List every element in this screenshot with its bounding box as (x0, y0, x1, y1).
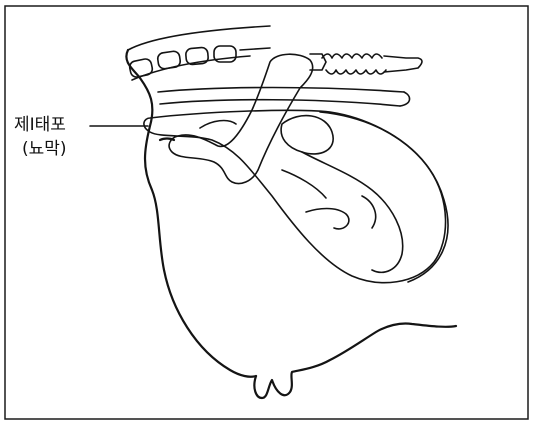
fetus-outline (281, 116, 403, 273)
backline-rod (158, 88, 410, 107)
placental-membrane (144, 110, 448, 282)
fetal-sac-label: 제I태포 (14, 114, 66, 136)
vertebrae-column (128, 26, 422, 80)
figure-frame (5, 6, 528, 419)
allantois-label: (뇨막) (22, 138, 67, 160)
